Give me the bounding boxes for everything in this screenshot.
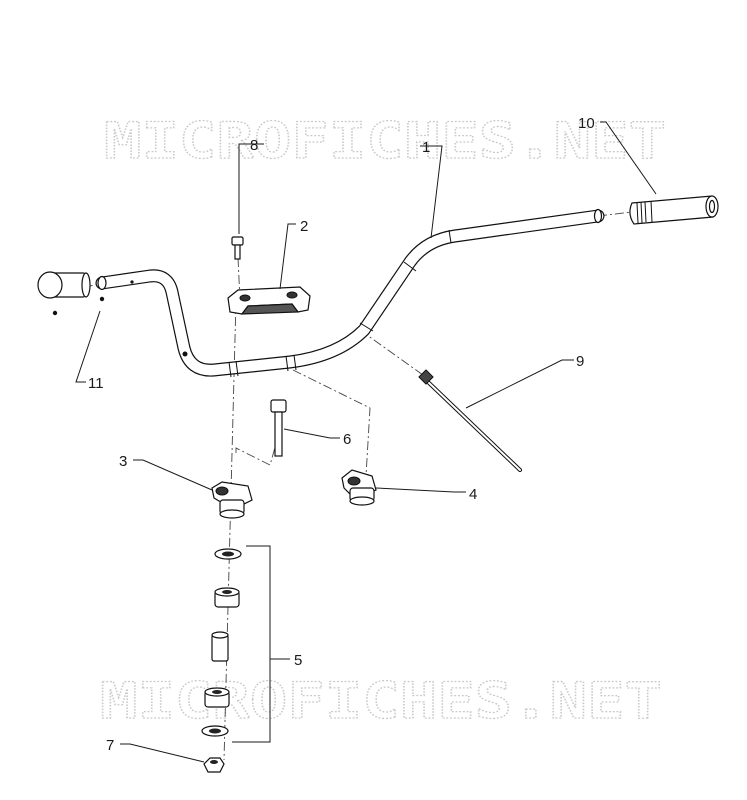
bolt-6 bbox=[270, 399, 287, 457]
upper-clamp bbox=[227, 286, 311, 315]
callout-2: 2 bbox=[300, 218, 308, 235]
riser-left bbox=[211, 481, 253, 519]
bolt-8 bbox=[231, 236, 244, 260]
right-grip bbox=[629, 195, 719, 225]
cable bbox=[418, 369, 522, 472]
callout-6: 6 bbox=[343, 431, 351, 448]
left-end-cap bbox=[37, 271, 105, 316]
bracket-5 bbox=[232, 545, 271, 743]
callout-9: 9 bbox=[576, 353, 584, 370]
watermark-top: MICROFICHES.NET bbox=[104, 112, 666, 170]
leader-lines bbox=[75, 121, 657, 763]
callout-10: 10 bbox=[578, 115, 595, 132]
callout-8: 8 bbox=[250, 137, 258, 154]
callout-11: 11 bbox=[88, 375, 104, 392]
handlebar bbox=[95, 208, 605, 378]
callout-4: 4 bbox=[469, 486, 477, 503]
callout-1: 1 bbox=[422, 139, 430, 156]
riser-right bbox=[341, 469, 377, 506]
callout-7: 7 bbox=[106, 737, 114, 754]
bushing-stack bbox=[201, 548, 242, 737]
nut-7 bbox=[203, 757, 225, 773]
watermark-bottom: MICROFICHES.NET bbox=[100, 672, 662, 730]
callout-3: 3 bbox=[119, 453, 127, 470]
callout-5: 5 bbox=[294, 652, 302, 669]
